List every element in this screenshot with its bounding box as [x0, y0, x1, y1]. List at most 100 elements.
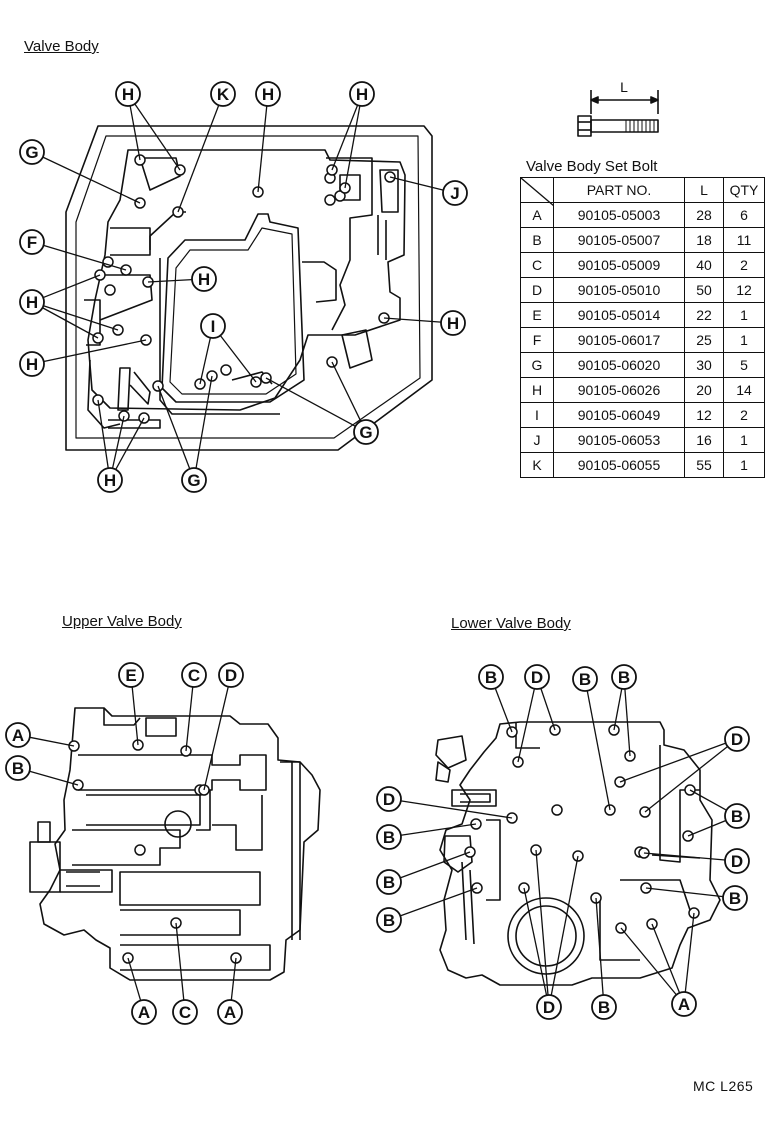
leader-line [613, 688, 623, 731]
callout-i: I [200, 313, 226, 339]
leader-line [185, 686, 194, 752]
leader-line [586, 690, 611, 811]
callout-label: E [125, 666, 136, 685]
leader-line [111, 415, 125, 469]
bolt-hole [220, 364, 232, 376]
row-code: I [520, 402, 554, 428]
callout-d: D [536, 994, 562, 1020]
row-code: D [520, 277, 554, 303]
leader-line [383, 317, 442, 323]
callout-d: D [724, 726, 750, 752]
leader-line [689, 789, 727, 811]
callout-label: A [678, 995, 690, 1014]
row-qty: 1 [723, 302, 765, 328]
callout-label: B [579, 670, 591, 689]
bolt-table-header-row: PART NO. L QTY [520, 177, 765, 206]
row-length: 40 [684, 252, 724, 278]
row-part-no: 90105-06049 [553, 402, 685, 428]
leader-line [97, 399, 109, 469]
row-qty: 14 [723, 377, 765, 403]
callout-b: B [376, 869, 402, 895]
callout-label: C [188, 666, 200, 685]
callout-label: H [262, 85, 274, 104]
callout-f: F [19, 229, 45, 255]
callout-b: B [722, 885, 748, 911]
leader-line [684, 912, 695, 993]
callout-label: A [138, 1003, 150, 1022]
leader-line [595, 897, 604, 996]
leader-line [230, 957, 237, 1001]
leader-line [643, 852, 726, 861]
header-length: L [684, 177, 724, 203]
callout-label: H [26, 293, 38, 312]
callout-label: H [104, 471, 116, 490]
leader-line [147, 278, 193, 283]
row-length: 18 [684, 227, 724, 253]
callout-label: H [447, 314, 459, 333]
callout-label: D [543, 998, 555, 1017]
callout-label: B [383, 873, 395, 892]
leader-line [651, 923, 681, 994]
row-qty: 5 [723, 352, 765, 378]
leader-line [115, 417, 145, 470]
callout-b: B [572, 666, 598, 692]
leader-line [389, 176, 444, 191]
leader-line [42, 307, 99, 339]
row-length: 28 [684, 202, 724, 228]
callout-label: D [731, 852, 743, 871]
callout-label: G [25, 143, 38, 162]
callout-b: B [724, 803, 750, 829]
callout-h: H [97, 467, 123, 493]
leader-line [645, 887, 724, 898]
upper-valve-body [29, 707, 321, 981]
row-part-no: 90105-06017 [553, 327, 685, 353]
row-code: C [520, 252, 554, 278]
callout-label: I [211, 317, 216, 336]
row-code: B [520, 227, 554, 253]
callout-c: C [172, 999, 198, 1025]
leader-line [619, 742, 726, 783]
row-length: 30 [684, 352, 724, 378]
leader-line [134, 103, 181, 171]
callout-label: B [485, 668, 497, 687]
callout-label: A [12, 726, 24, 745]
callout-h: H [349, 81, 375, 107]
callout-label: K [217, 85, 230, 104]
bolt-hole [334, 190, 346, 202]
leader-line [175, 922, 185, 1001]
row-part-no: 90105-06055 [553, 452, 685, 478]
callout-b: B [478, 664, 504, 690]
leader-line [400, 851, 471, 879]
callout-label: A [224, 1003, 236, 1022]
callout-label: G [359, 423, 372, 442]
callout-d: D [218, 662, 244, 688]
row-length: 22 [684, 302, 724, 328]
leader-line [43, 244, 127, 271]
row-qty: 6 [723, 202, 765, 228]
callout-b: B [5, 755, 31, 781]
row-part-no: 90105-05009 [553, 252, 685, 278]
row-code: A [520, 202, 554, 228]
header-part-no: PART NO. [553, 177, 685, 203]
row-part-no: 90105-06020 [553, 352, 685, 378]
row-part-no: 90105-05003 [553, 202, 685, 228]
leader-line [157, 385, 191, 470]
callout-g: G [181, 467, 207, 493]
row-qty: 11 [723, 227, 765, 253]
bolt-table-corner-cell [520, 177, 554, 206]
callout-label: F [27, 233, 37, 252]
row-code: J [520, 427, 554, 453]
callout-label: B [618, 668, 630, 687]
leader-line [42, 274, 101, 299]
callout-label: G [187, 471, 200, 490]
callout-h: H [191, 266, 217, 292]
main-valve-body [65, 125, 433, 451]
row-part-no: 90105-06053 [553, 427, 685, 453]
callout-j: J [442, 180, 468, 206]
